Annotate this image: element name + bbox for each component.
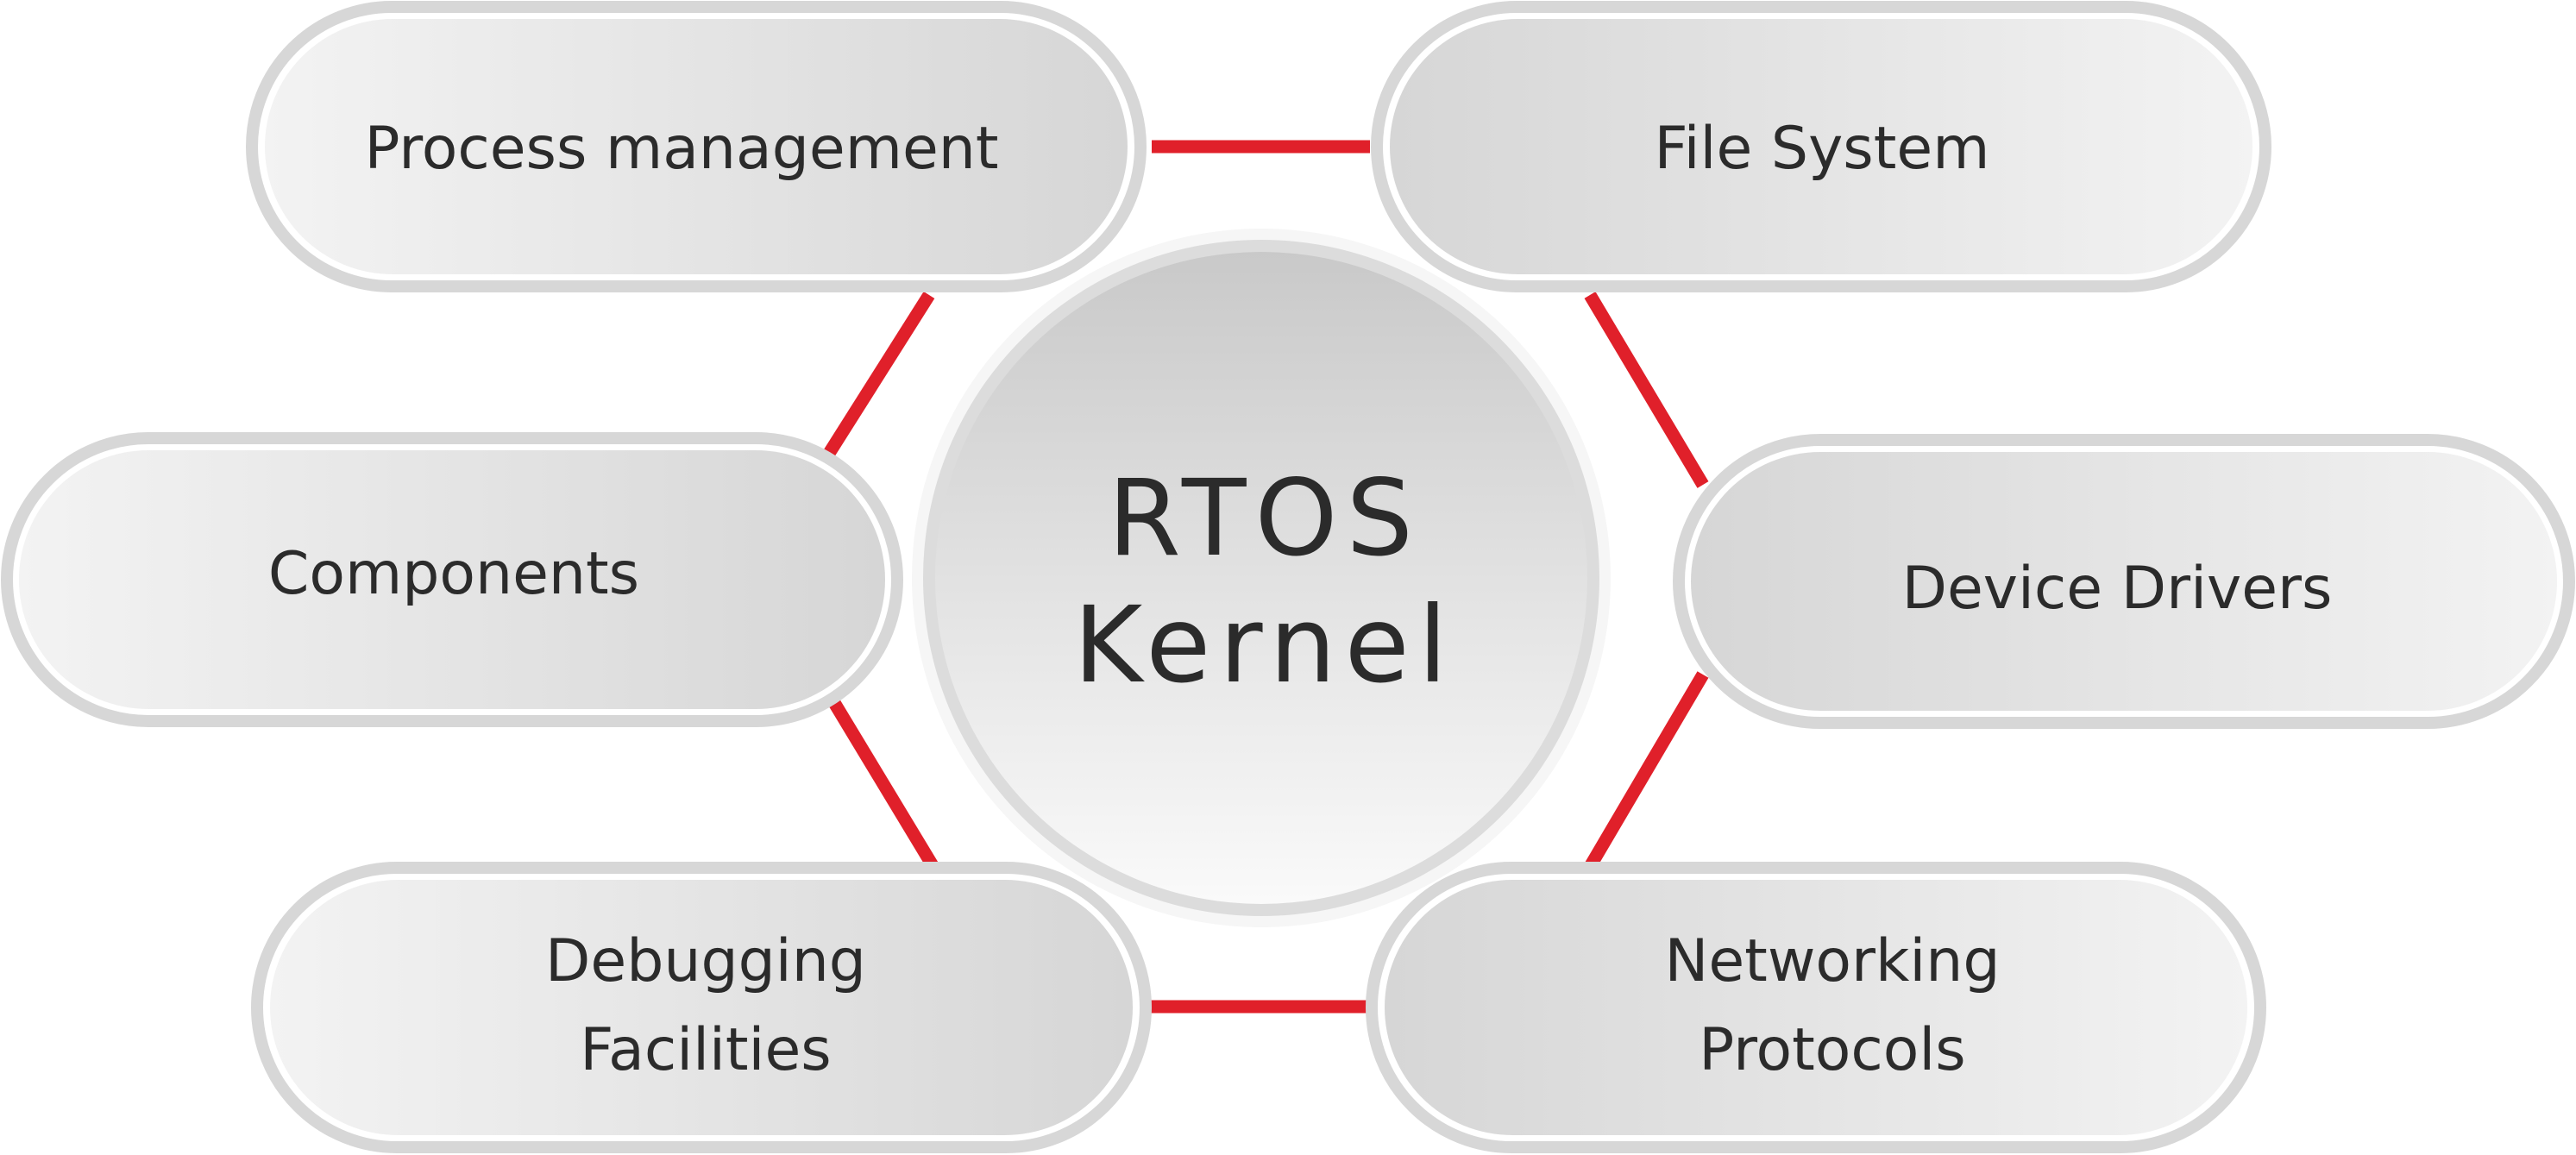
node-label: Components	[268, 540, 639, 608]
connector-lower-left	[822, 689, 947, 883]
connector-upper-right	[1584, 292, 1709, 488]
node-networking-protocols: Networking Protocols	[1366, 862, 2266, 1153]
node-label: Process management	[364, 115, 998, 183]
node-device-drivers: Device Drivers	[1673, 434, 2575, 729]
node-label: Device Drivers	[1902, 555, 2333, 623]
connector-lower-right	[1576, 671, 1709, 883]
node-process-management: Process management	[246, 1, 1147, 292]
core-rtos-kernel: RTOS Kernel	[912, 229, 1611, 927]
node-label-line-1: Networking	[1664, 927, 2000, 995]
connectors	[818, 140, 1709, 1014]
node-label: File System	[1655, 115, 1990, 183]
connector-upper-left	[818, 291, 935, 466]
node-label-line-2: Facilities	[580, 1016, 831, 1084]
node-debugging-facilities: Debugging Facilities	[251, 862, 1152, 1153]
core-label-line-2: Kernel	[1073, 584, 1455, 706]
node-label-line-1: Debugging	[545, 927, 866, 995]
core-label-line-1: RTOS	[1108, 457, 1422, 580]
node-components: Components	[1, 432, 903, 727]
node-file-system: File System	[1371, 1, 2271, 292]
node-label-line-2: Protocols	[1699, 1016, 1965, 1084]
